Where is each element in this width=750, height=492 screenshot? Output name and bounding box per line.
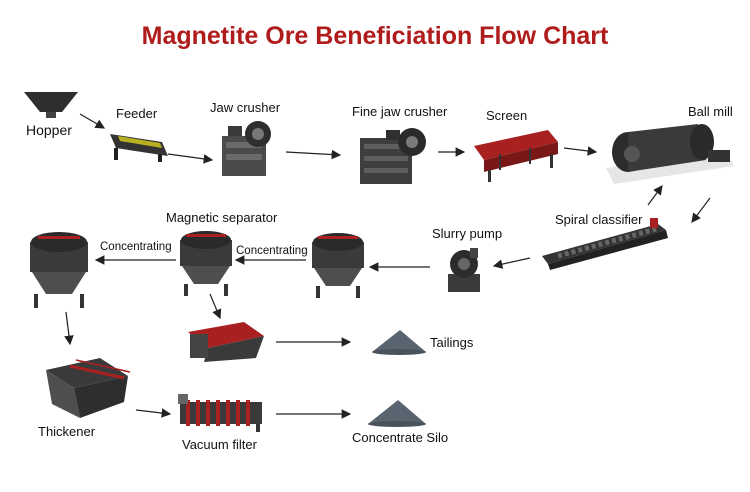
feeder-icon (110, 134, 168, 162)
slurry-pump-icon (448, 248, 480, 292)
screen-label: Screen (486, 108, 528, 123)
screen-icon (474, 130, 558, 182)
jaw-crusher-label: Jaw crusher (210, 100, 281, 115)
hopper-label: Hopper (26, 122, 72, 138)
magnetic-separator-1-icon (30, 232, 88, 308)
tailings-label: Tailings (430, 335, 474, 350)
arrow-hopper-feeder (79, 113, 106, 129)
concentrate-silo-icon (368, 400, 426, 427)
diagram-title: Magnetite Ore Beneficiation Flow Chart (141, 22, 609, 50)
concentrate-silo-label: Concentrate Silo (352, 430, 449, 445)
arrow-screen-ballmill (563, 146, 598, 156)
fine-jaw-crusher-label: Fine jaw crusher (352, 104, 448, 119)
concentrating-label-2: Concentrating (236, 245, 308, 257)
arrow-separator2-tailsep (209, 293, 222, 320)
arrow-classifier-ballmill (647, 185, 663, 206)
vacuum-filter-label: Vacuum filter (182, 437, 257, 452)
thickener-icon (46, 358, 131, 418)
magnetic-separator-label: Magnetic separator (166, 210, 278, 225)
ball-mill-icon (606, 124, 734, 184)
magnetic-separator-3-icon (312, 233, 364, 298)
arrow-feeder-jaw (167, 153, 214, 164)
tailings-pile-icon (372, 330, 426, 355)
ball-mill-label: Ball mill (688, 104, 733, 119)
slurry-pump-label: Slurry pump (432, 226, 503, 241)
jaw-crusher-icon (222, 121, 271, 176)
vacuum-filter-icon (178, 394, 262, 432)
feeder-label: Feeder (116, 106, 158, 121)
fine-jaw-crusher-icon (360, 128, 426, 184)
magnetic-separator-2-icon (180, 231, 232, 296)
concentrating-label-1: Concentrating (100, 241, 172, 253)
hopper-icon (24, 92, 78, 118)
spiral-classifier-label: Spiral classifier (555, 212, 643, 227)
arrow-ballmill-classifier (691, 197, 711, 223)
thickener-label: Thickener (38, 424, 96, 439)
arrow-classifier-pump (492, 257, 531, 269)
arrow-thickener-filter (135, 408, 172, 418)
arrow-jaw-fine (285, 149, 342, 160)
arrow-separator1-thickener (64, 311, 74, 346)
tailings-separator-icon (188, 322, 264, 362)
spiral-classifier-icon (542, 218, 668, 270)
